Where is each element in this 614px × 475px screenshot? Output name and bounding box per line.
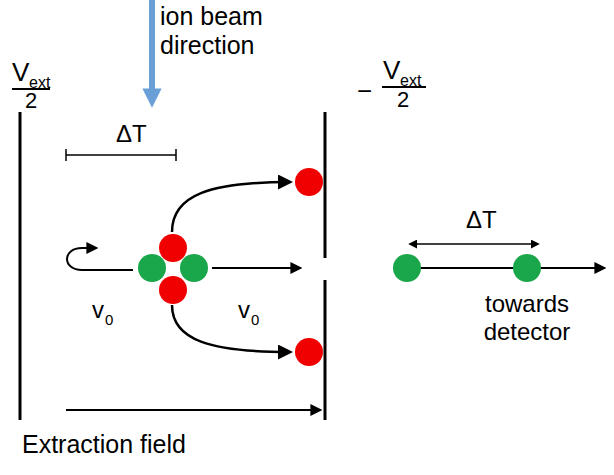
delta-t-arrow <box>410 243 538 245</box>
green-ion <box>513 254 541 282</box>
velocity-symbol: v <box>238 296 250 324</box>
voltage-symbol: V <box>12 58 29 88</box>
green-ion <box>138 254 166 282</box>
delta-t-label: ΔT <box>116 120 147 148</box>
beam-label: ion beam direction <box>160 2 300 60</box>
detector-label: towards detector <box>462 290 592 345</box>
minus-sign: − <box>357 77 372 107</box>
velocity-subscript: 0 <box>251 311 259 328</box>
velocity-subscript: 0 <box>105 311 113 328</box>
deflected-trajectory <box>172 182 290 232</box>
green-ion <box>180 254 208 282</box>
right-plate-upper <box>324 112 327 258</box>
ion-beam-arrow <box>149 0 155 100</box>
green-ion <box>393 254 421 282</box>
deflected-trajectory <box>172 305 290 352</box>
red-ion <box>295 338 323 366</box>
reversing-trajectory <box>67 248 133 270</box>
delta-t-bracket <box>66 154 176 156</box>
delta-t-bracket <box>175 149 177 161</box>
fraction-denominator: 2 <box>397 87 409 112</box>
left-plate <box>19 112 22 420</box>
detector-path <box>395 267 604 269</box>
velocity-symbol: v <box>92 296 104 324</box>
voltage-symbol: V <box>383 56 400 86</box>
red-ion <box>159 276 187 304</box>
forward-trajectory <box>212 267 300 269</box>
red-ion <box>295 168 323 196</box>
delta-t-label: ΔT <box>466 206 497 234</box>
field-arrow <box>66 409 320 411</box>
fraction-denominator: 2 <box>25 88 37 113</box>
red-ion <box>159 234 187 262</box>
field-label: Extraction field <box>22 430 186 459</box>
delta-t-bracket <box>65 149 67 161</box>
right-plate-lower <box>324 280 327 420</box>
